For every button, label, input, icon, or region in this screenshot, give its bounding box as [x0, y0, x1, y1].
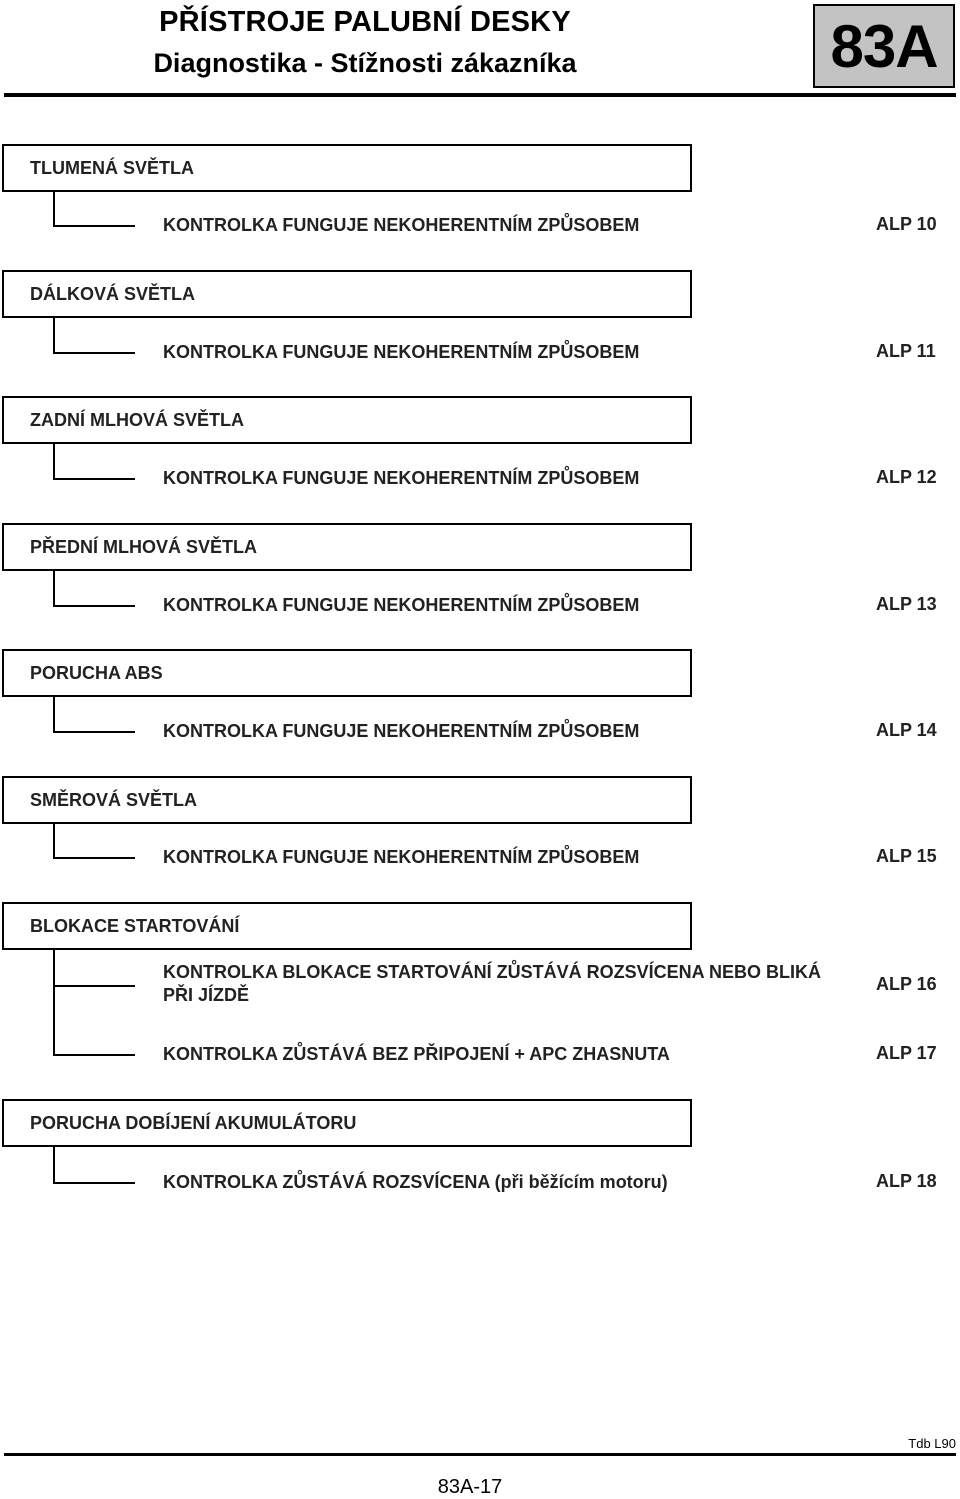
section-title: PORUCHA DOBÍJENÍ AKUMULÁTORU [30, 1113, 357, 1133]
tree-connector [53, 697, 55, 733]
item-description-line: KONTROLKA BLOKACE STARTOVÁNÍ ZŮSTÁVÁ ROZ… [163, 962, 822, 982]
alp-reference[interactable]: ALP 17 [876, 1043, 937, 1063]
section-title: PŘEDNÍ MLHOVÁ SVĚTLA [30, 537, 258, 557]
item-description: KONTROLKA FUNGUJE NEKOHERENTNÍM ZPŮSOBEM [163, 595, 640, 615]
item-description: KONTROLKA FUNGUJE NEKOHERENTNÍM ZPŮSOBEM [163, 847, 640, 867]
alp-reference[interactable]: ALP 18 [876, 1171, 937, 1191]
section-title-box: DÁLKOVÁ SVĚTLA [2, 270, 692, 318]
section-title-box: ZADNÍ MLHOVÁ SVĚTLA [2, 396, 692, 444]
section-title: TLUMENÁ SVĚTLA [30, 158, 194, 178]
item-description: KONTROLKA FUNGUJE NEKOHERENTNÍM ZPŮSOBEM [163, 721, 640, 741]
item-description: KONTROLKA BLOKACE STARTOVÁNÍ ZŮSTÁVÁ ROZ… [163, 961, 863, 1007]
header-divider [4, 93, 956, 97]
section-title: DÁLKOVÁ SVĚTLA [30, 284, 196, 304]
alp-reference[interactable]: ALP 14 [876, 720, 937, 740]
item-description-line: PŘI JÍZDĚ [163, 985, 250, 1005]
tree-branch [53, 225, 135, 227]
tree-branch [53, 1054, 135, 1056]
section-title-box: TLUMENÁ SVĚTLA [2, 144, 692, 192]
section-code: 83A [830, 12, 938, 80]
tree-connector [53, 444, 55, 480]
item-description: KONTROLKA ZŮSTÁVÁ ROZSVÍCENA (při běžící… [163, 1172, 668, 1192]
tree-connector [53, 571, 55, 607]
tree-branch [53, 605, 135, 607]
item-description: KONTROLKA ZŮSTÁVÁ BEZ PŘIPOJENÍ + APC ZH… [163, 1044, 670, 1064]
tree-branch [53, 731, 135, 733]
tree-connector [53, 192, 55, 227]
alp-reference[interactable]: ALP 11 [876, 341, 936, 361]
page-subtitle: Diagnostika - Stížnosti zákazníka [153, 48, 577, 78]
tree-connector [53, 318, 55, 354]
alp-reference[interactable]: ALP 16 [876, 974, 937, 994]
section-title: SMĚROVÁ SVĚTLA [30, 790, 198, 810]
section-title: ZADNÍ MLHOVÁ SVĚTLA [30, 410, 244, 430]
tree-connector [53, 950, 55, 1056]
section-title-box: PŘEDNÍ MLHOVÁ SVĚTLA [2, 523, 692, 571]
tree-branch [53, 985, 135, 987]
alp-reference[interactable]: ALP 10 [876, 214, 937, 234]
item-description: KONTROLKA FUNGUJE NEKOHERENTNÍM ZPŮSOBEM [163, 342, 640, 362]
alp-reference[interactable]: ALP 13 [876, 594, 937, 614]
tree-branch [53, 1182, 135, 1184]
page-title: PŘÍSTROJE PALUBNÍ DESKY [159, 6, 571, 38]
tree-branch [53, 478, 135, 480]
section-title-box: PORUCHA ABS [2, 649, 692, 697]
section-code-badge: 83A [813, 4, 955, 88]
page-number: 83A-17 [437, 1476, 503, 1498]
item-description: KONTROLKA FUNGUJE NEKOHERENTNÍM ZPŮSOBEM [163, 468, 640, 488]
tree-connector [53, 824, 55, 859]
footer-divider [4, 1453, 956, 1456]
alp-reference[interactable]: ALP 12 [876, 467, 937, 487]
tree-connector [53, 1147, 55, 1184]
tree-branch [53, 352, 135, 354]
section-title-box: PORUCHA DOBÍJENÍ AKUMULÁTORU [2, 1099, 692, 1147]
alp-reference[interactable]: ALP 15 [876, 846, 937, 866]
section-title-box: SMĚROVÁ SVĚTLA [2, 776, 692, 824]
section-title-box: BLOKACE STARTOVÁNÍ [2, 902, 692, 950]
section-title: PORUCHA ABS [30, 663, 163, 683]
document-code: Tdb L90 [908, 1436, 956, 1451]
section-title: BLOKACE STARTOVÁNÍ [30, 916, 240, 936]
tree-branch [53, 857, 135, 859]
item-description: KONTROLKA FUNGUJE NEKOHERENTNÍM ZPŮSOBEM [163, 215, 640, 235]
